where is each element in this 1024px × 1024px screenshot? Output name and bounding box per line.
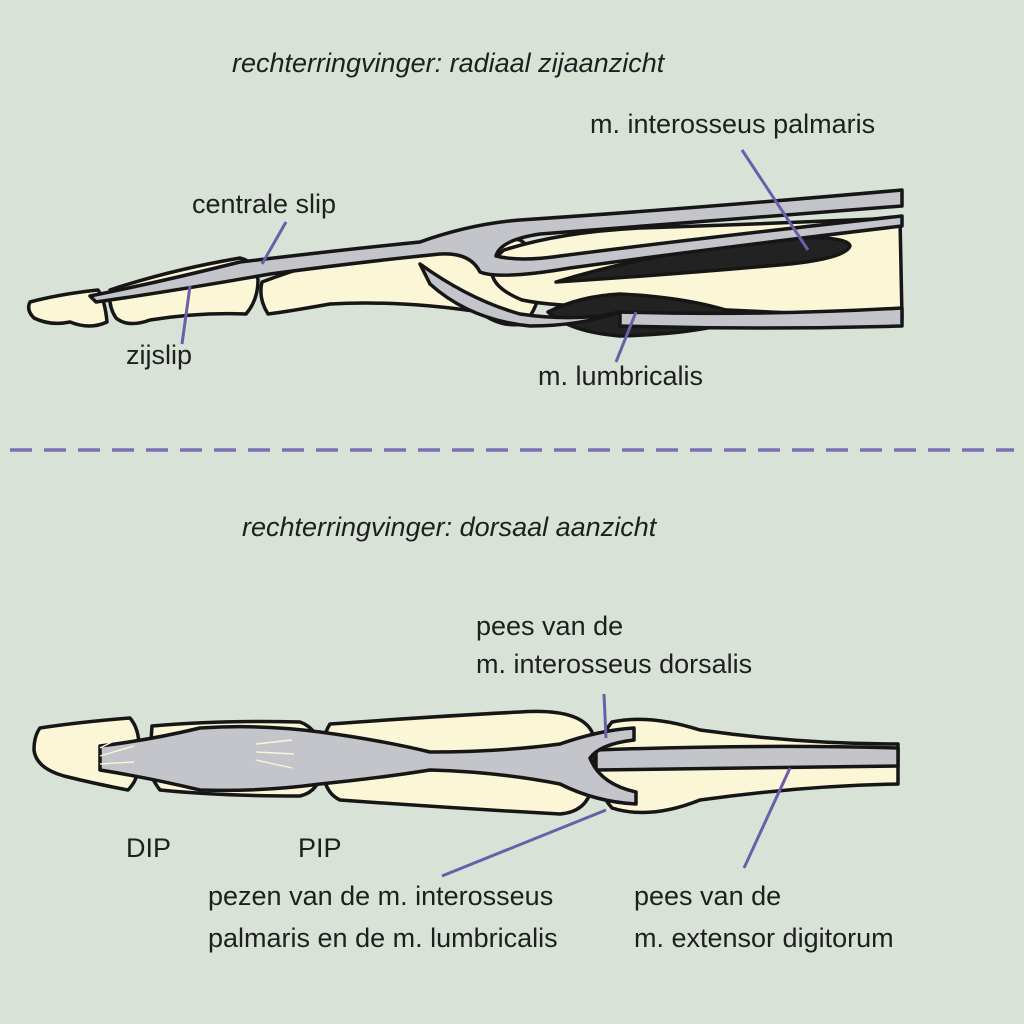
label-dip: DIP bbox=[126, 830, 171, 868]
label-centrale-slip: centrale slip bbox=[192, 186, 336, 224]
extensor-digitorum-tendon bbox=[596, 746, 898, 770]
label-extensor-2: m. extensor digitorum bbox=[634, 920, 894, 958]
label-pezen-2: palmaris en de m. lumbricalis bbox=[208, 920, 558, 958]
label-zijslip: zijslip bbox=[126, 337, 192, 375]
label-interosseus-palmaris: m. interosseus palmaris bbox=[590, 106, 875, 144]
leader-pezen bbox=[442, 810, 606, 876]
side-view-title: rechterringvinger: radiaal zijaanzicht bbox=[232, 48, 664, 79]
label-interosseus-dorsalis-2: m. interosseus dorsalis bbox=[476, 646, 752, 684]
label-extensor-1: pees van de bbox=[634, 878, 781, 916]
label-pezen-1: pezen van de m. interosseus bbox=[208, 878, 553, 916]
label-lumbricalis: m. lumbricalis bbox=[538, 358, 703, 396]
label-pip: PIP bbox=[298, 830, 342, 868]
label-interosseus-dorsalis-1: pees van de bbox=[476, 608, 623, 646]
leader-interosseus-dorsalis bbox=[604, 694, 606, 738]
dorsal-view-title: rechterringvinger: dorsaal aanzicht bbox=[242, 512, 656, 543]
